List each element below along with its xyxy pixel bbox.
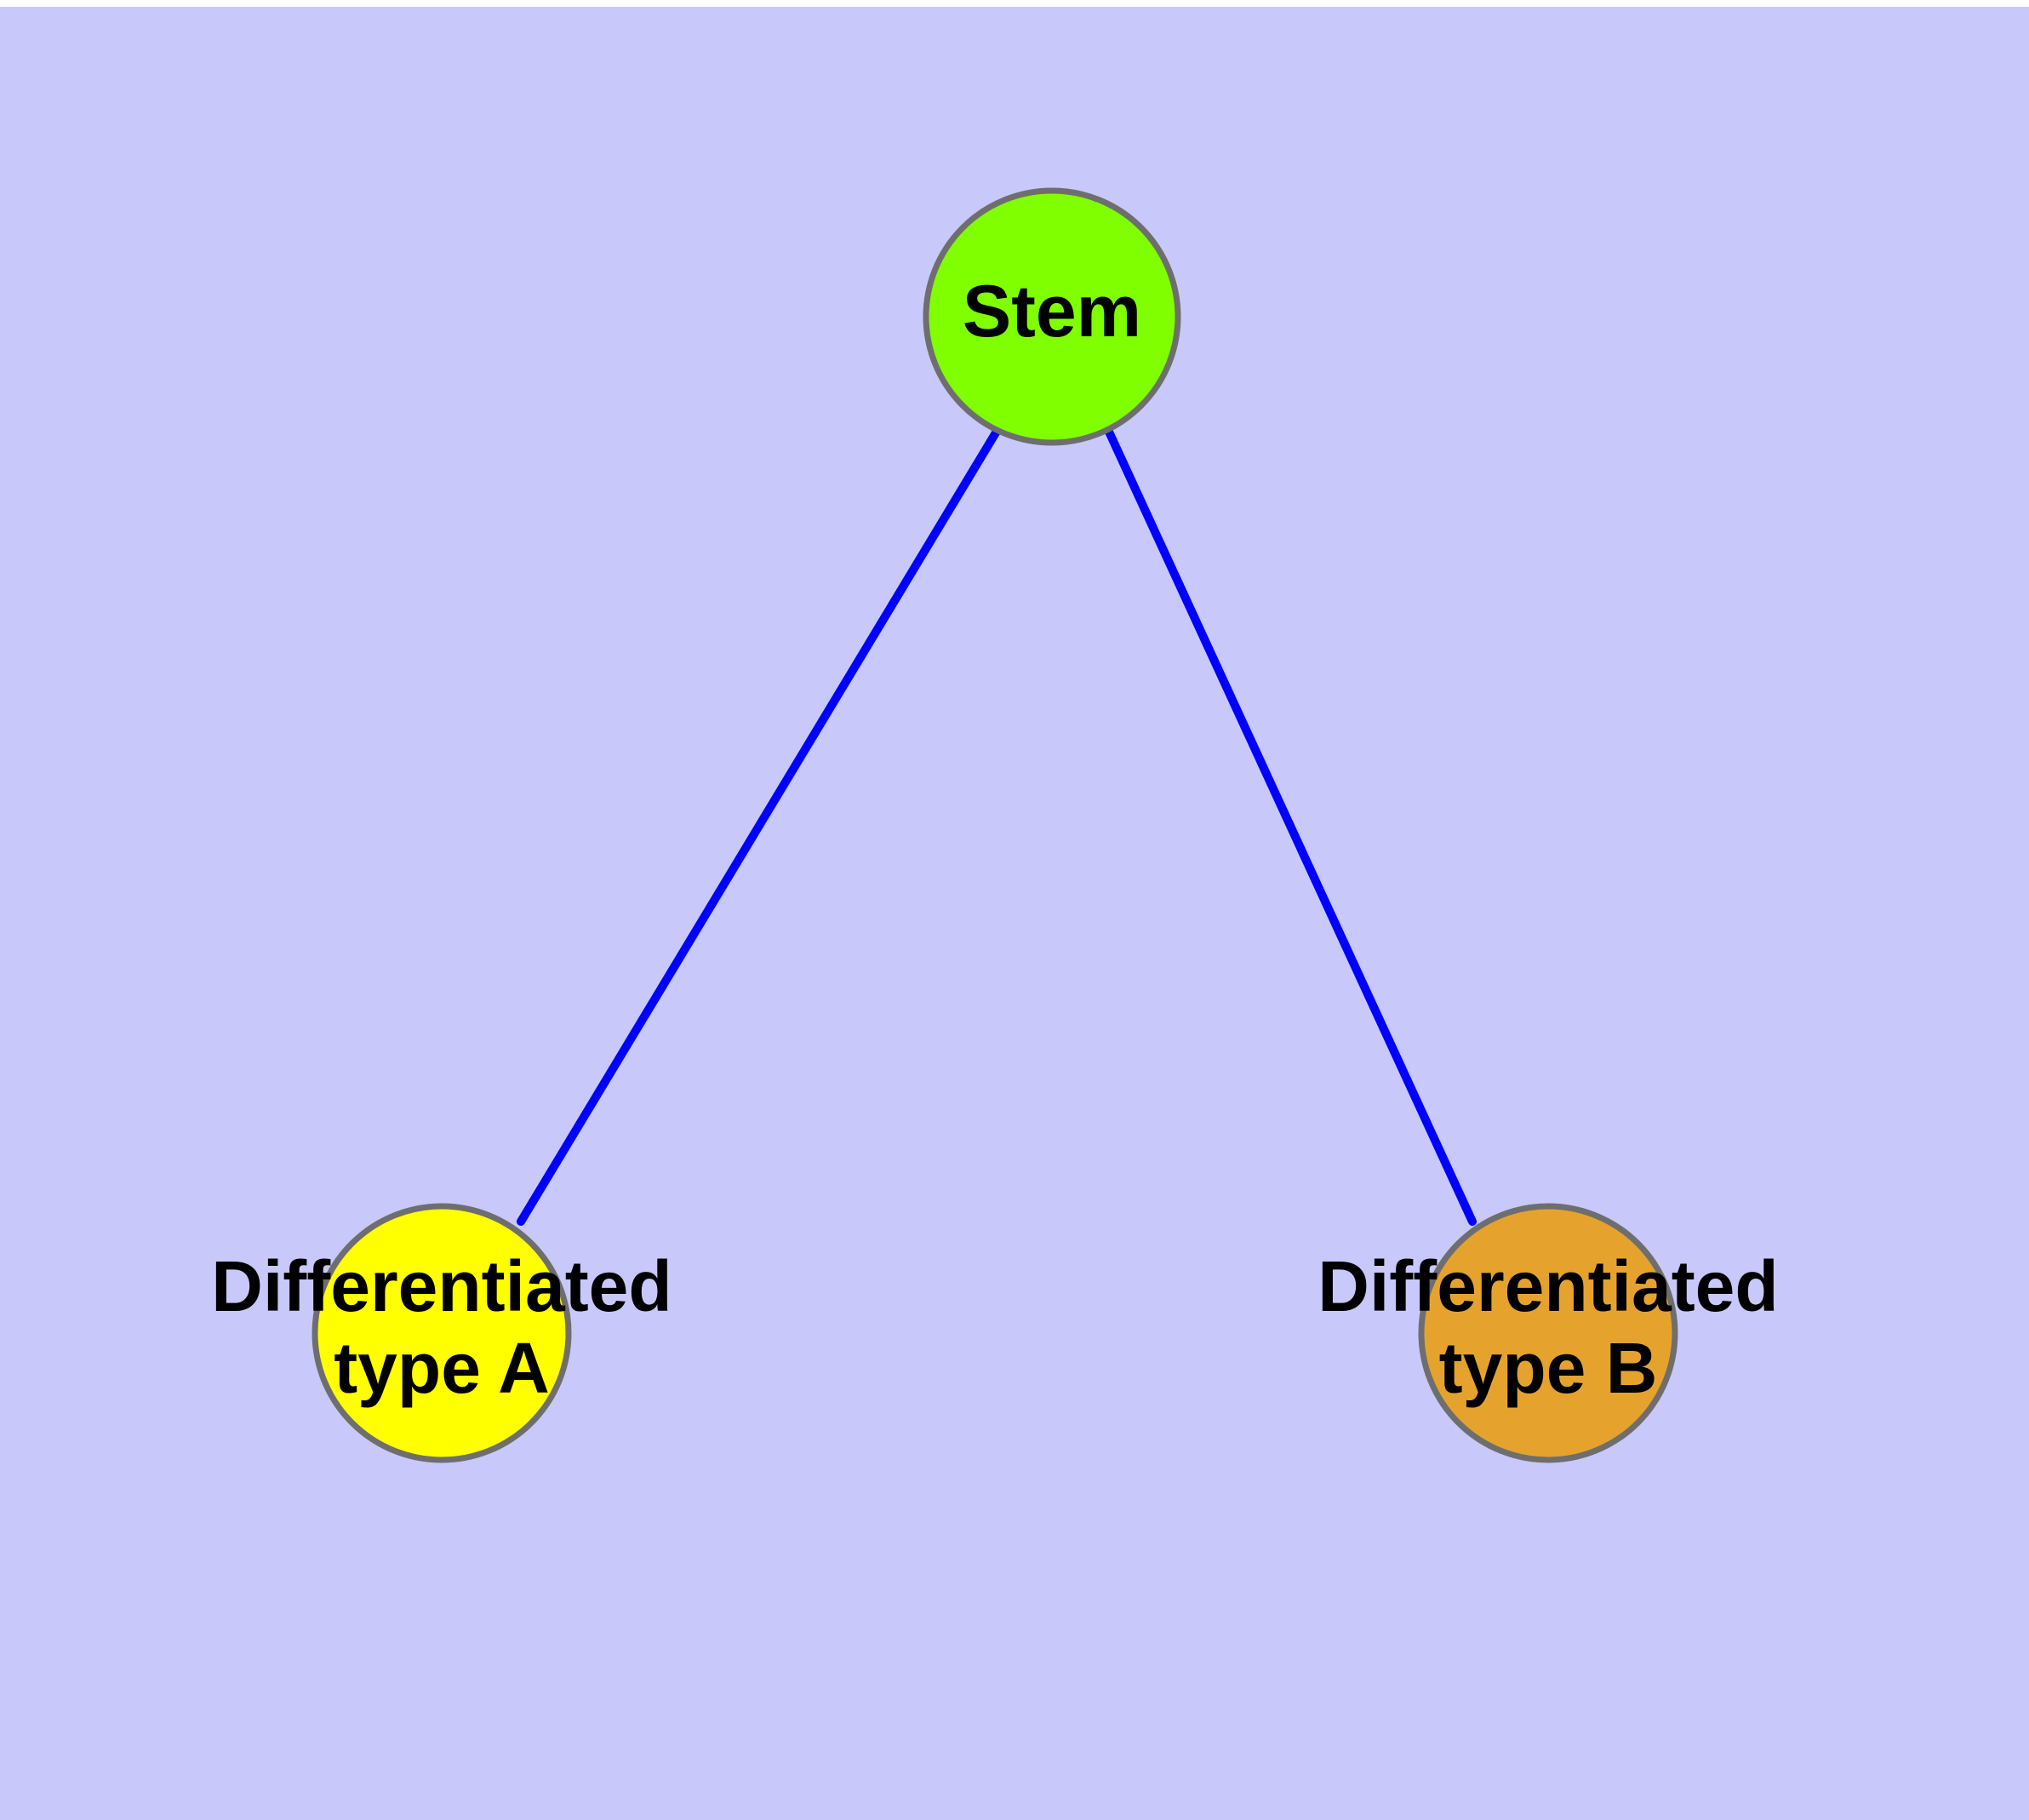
node-label-line: type A [334,1328,550,1408]
node-stem[interactable] [923,187,1181,446]
node-differentiated-type-b[interactable] [1418,1203,1678,1463]
node-label-line: Differentiated [1317,1246,1778,1326]
edges-layer [517,426,1477,1226]
nodes-layer [311,187,1678,1463]
node-label-line: Differentiated [211,1246,672,1326]
edge-stem-to-differentiated-type-a[interactable] [517,426,1002,1226]
edge-stem-to-differentiated-type-b[interactable] [1104,426,1477,1226]
node-label-line: Stem [963,271,1141,352]
node-differentiated-type-a[interactable] [311,1203,572,1463]
node-label-stem: Stem [963,271,1141,352]
node-label-line: type B [1439,1328,1658,1408]
